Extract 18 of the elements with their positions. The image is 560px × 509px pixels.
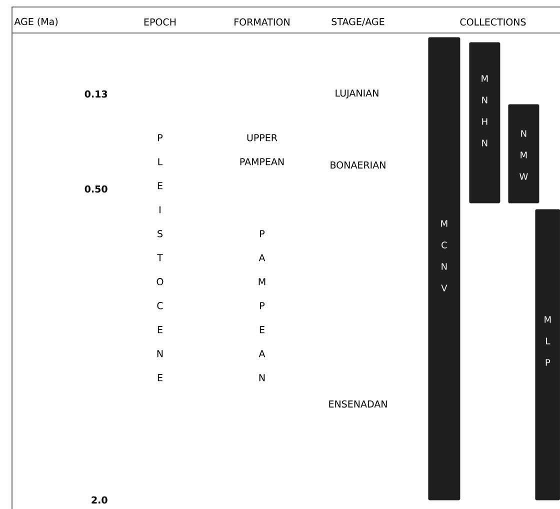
- stage-name: BONAERIAN: [330, 161, 386, 169]
- stage-name: LUJANIAN: [336, 90, 378, 98]
- vertical-label: P L E I S T O C E N E: [156, 134, 164, 382]
- column-header: AGE (Ma): [14, 18, 58, 26]
- column-header: STAGE/AGE: [332, 18, 384, 26]
- collection-bar: M L P: [535, 209, 560, 500]
- column-header: FORMATION: [234, 18, 290, 26]
- column-header: EPOCH: [144, 18, 176, 26]
- formation-name: UPPER PAMPEAN: [240, 134, 284, 166]
- collection-bar: N M W: [508, 104, 540, 204]
- stage-name: ENSENADAN: [329, 400, 387, 408]
- collection-bar: M N H N: [469, 42, 500, 204]
- age-value: 2.0: [92, 496, 108, 504]
- vertical-label: P A M P E A N: [258, 230, 266, 382]
- column-header: COLLECTIONS: [460, 18, 526, 26]
- collection-bar: M C N V: [428, 37, 460, 500]
- age-value: 0.50: [84, 185, 108, 193]
- age-value: 0.13: [84, 90, 108, 98]
